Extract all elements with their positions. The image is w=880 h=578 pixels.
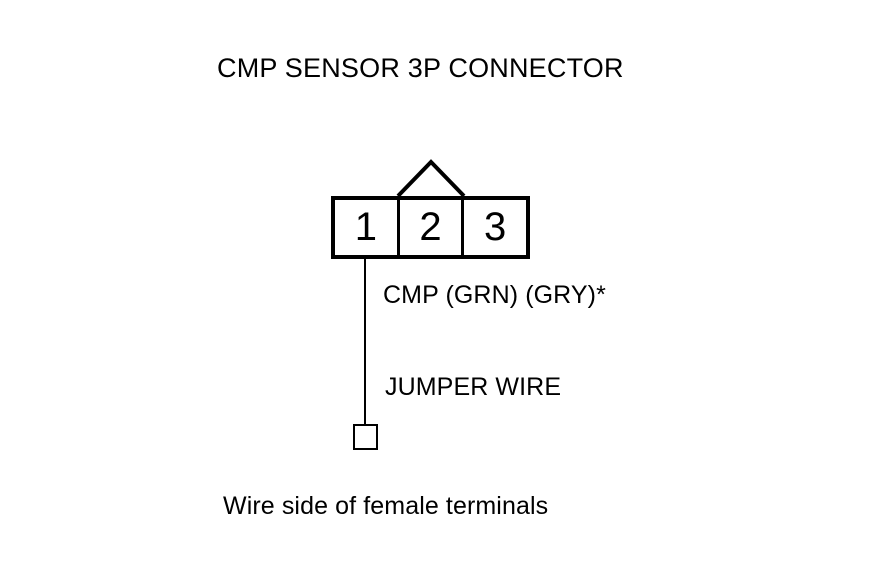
cmp-sensor-3p-connector: 1 2 3	[331, 196, 530, 259]
triangle-latch-icon	[396, 158, 466, 198]
pin-2-number: 2	[419, 204, 442, 249]
connector-pin-2: 2	[396, 200, 462, 255]
pin-1-number: 1	[354, 204, 377, 249]
pin-3-number: 3	[484, 204, 507, 249]
connector-pin-3: 3	[461, 200, 526, 255]
diagram-title: CMP SENSOR 3P CONNECTOR	[217, 53, 624, 83]
terminal-square-icon	[353, 424, 378, 450]
diagram-caption: Wire side of female terminals	[223, 492, 549, 520]
jumper-wire-label: JUMPER WIRE	[385, 373, 562, 401]
wire-line	[364, 257, 366, 425]
cmp-signal-label: CMP (GRN) (GRY)*	[383, 281, 606, 309]
connector-pin-1: 1	[335, 200, 397, 255]
